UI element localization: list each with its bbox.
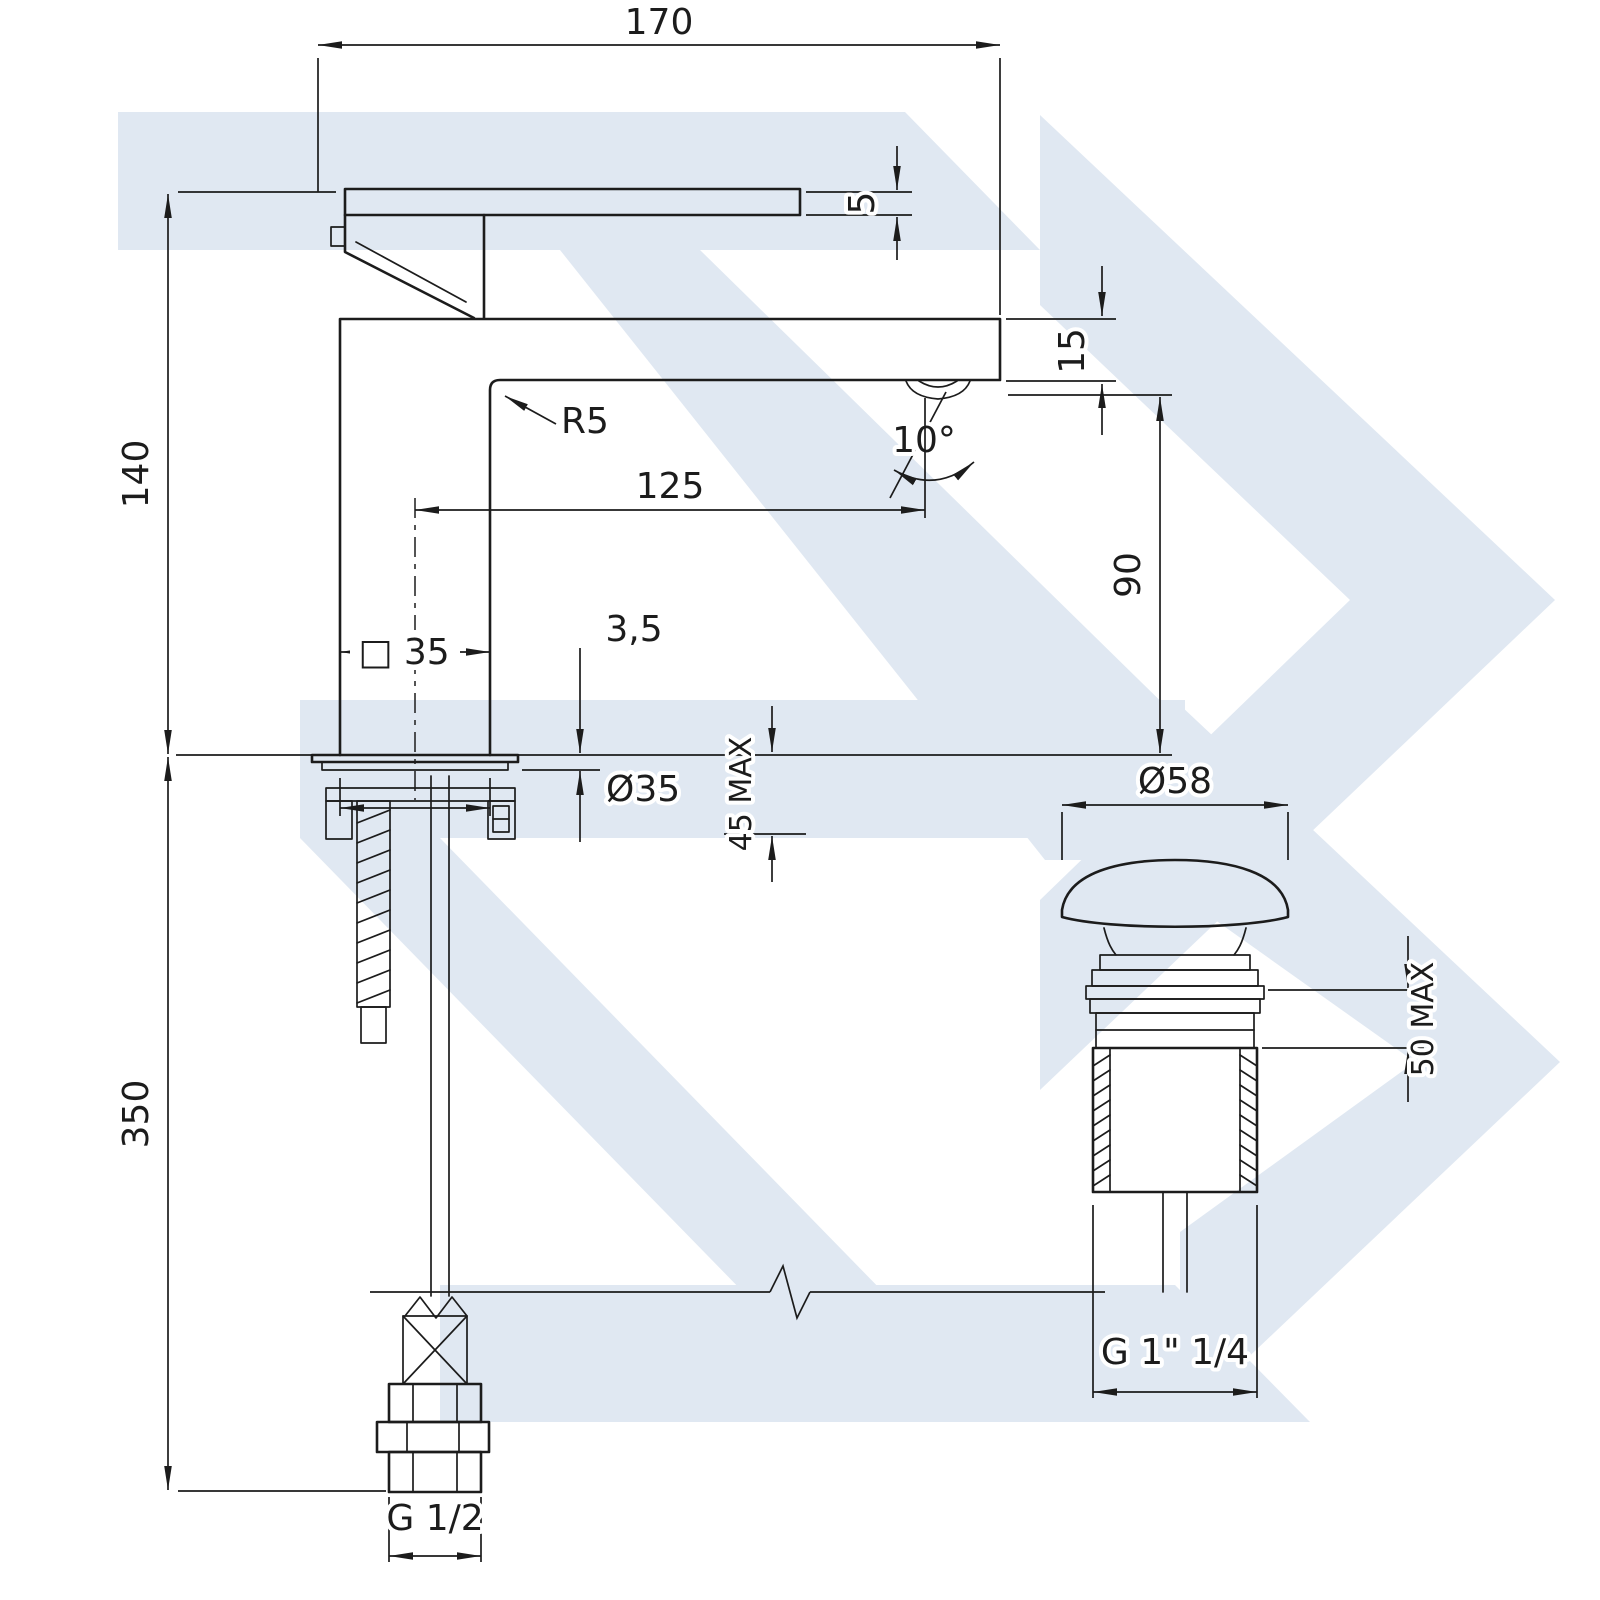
dim-base-plate-thickness: 3,5 bbox=[522, 605, 667, 842]
waste-outline bbox=[1060, 858, 1290, 1293]
faucet-outline bbox=[176, 187, 1172, 1494]
dim-waste-connection: G 1" 1/4 bbox=[1092, 1205, 1258, 1398]
dim-label-lever-thickness: 5 bbox=[842, 192, 883, 215]
dim-label-supply-hose-length: 350 bbox=[116, 1080, 157, 1149]
dim-label-deck-thickness-max: 45 MAX bbox=[724, 737, 759, 852]
reference-line bbox=[370, 1263, 1105, 1321]
dim-body-height: 140 bbox=[112, 191, 336, 754]
hose-fitting bbox=[375, 1296, 491, 1494]
dim-body-section: □ 35 bbox=[340, 628, 490, 677]
brand-watermark bbox=[118, 112, 1560, 1422]
dim-label-waste-cap-diameter: Ø58 bbox=[1138, 761, 1212, 802]
dim-supply-hose-length: 350 bbox=[112, 757, 386, 1492]
waste-tailpipe bbox=[1162, 1191, 1188, 1293]
aerator bbox=[905, 380, 971, 400]
dim-spout-reach: 125 bbox=[414, 398, 926, 800]
fixing-hardware bbox=[325, 787, 516, 1044]
dim-deck-thickness-max: 45 MAX bbox=[720, 706, 806, 882]
faucet-lever bbox=[343, 187, 802, 217]
dim-corner-radius: R5 bbox=[504, 395, 613, 446]
dim-label-spout-height: 15 bbox=[1052, 328, 1093, 374]
dim-label-base-plate-thickness: 3,5 bbox=[605, 609, 662, 650]
dim-label-supply-connection: G 1/2 bbox=[386, 1498, 483, 1539]
dim-label-waste-deck-max: 50 MAX bbox=[1406, 962, 1441, 1077]
supply-hose bbox=[430, 775, 450, 1297]
dim-label-spout-angle: 10° bbox=[892, 420, 956, 461]
dim-label-mounting-hole: Ø35 bbox=[606, 769, 680, 810]
dim-label-body-height: 140 bbox=[116, 440, 157, 509]
dim-underspout-clearance: 90 bbox=[1008, 394, 1172, 753]
dim-label-corner-radius: R5 bbox=[561, 401, 609, 442]
dim-waste-deck-max: 50 MAX bbox=[1262, 936, 1445, 1102]
dim-waste-cap-diameter: Ø58 bbox=[1061, 757, 1289, 860]
dim-supply-connection: G 1/2 bbox=[382, 1494, 488, 1562]
dim-mounting-hole: Ø35 bbox=[339, 765, 684, 816]
dim-label-spout-reach: 125 bbox=[636, 466, 705, 507]
dim-lever-thickness: 5 bbox=[806, 146, 912, 260]
faucet-body bbox=[338, 317, 1002, 757]
dim-label-underspout-clearance: 90 bbox=[1108, 552, 1149, 598]
dim-total-projection: 170 bbox=[317, 0, 1001, 315]
dim-label-body-section: □ 35 bbox=[358, 632, 449, 673]
dim-spout-angle: 10° bbox=[888, 391, 975, 499]
waste-threaded-body bbox=[1091, 1046, 1259, 1194]
dim-spout-height: 15 bbox=[1006, 266, 1116, 435]
dim-label-total-projection: 170 bbox=[625, 2, 694, 43]
dim-label-waste-connection: G 1" 1/4 bbox=[1101, 1332, 1249, 1373]
waste-cap bbox=[1060, 858, 1290, 929]
